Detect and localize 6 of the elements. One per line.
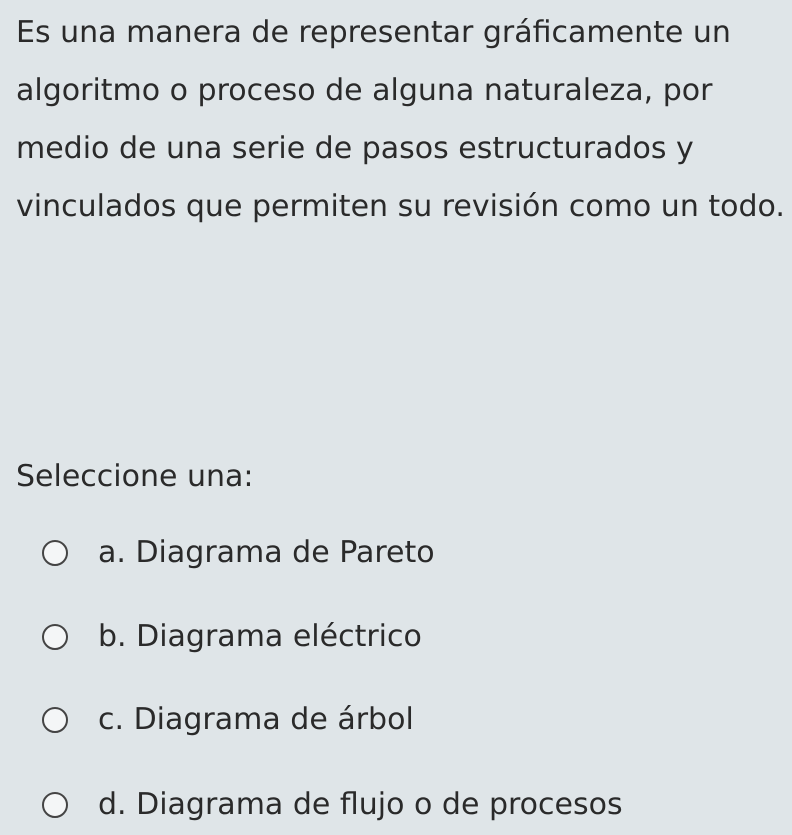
question-text: Es una manera de representar gráficamente un algoritmo o proceso de alguna naturaleza, por medio de una serie de pasos estructurados y vinculados que permiten su revisión como un todo.: [16, 14, 786, 226]
instruction-text: Seleccione una:: [16, 458, 254, 496]
option-label: c. Diagrama de árbol: [98, 701, 414, 739]
option-label: b. Diagrama eléctrico: [98, 618, 422, 656]
option-label: d. Diagrama de flujo o de procesos: [98, 786, 623, 824]
option-label: a. Diagrama de Pareto: [98, 534, 435, 572]
